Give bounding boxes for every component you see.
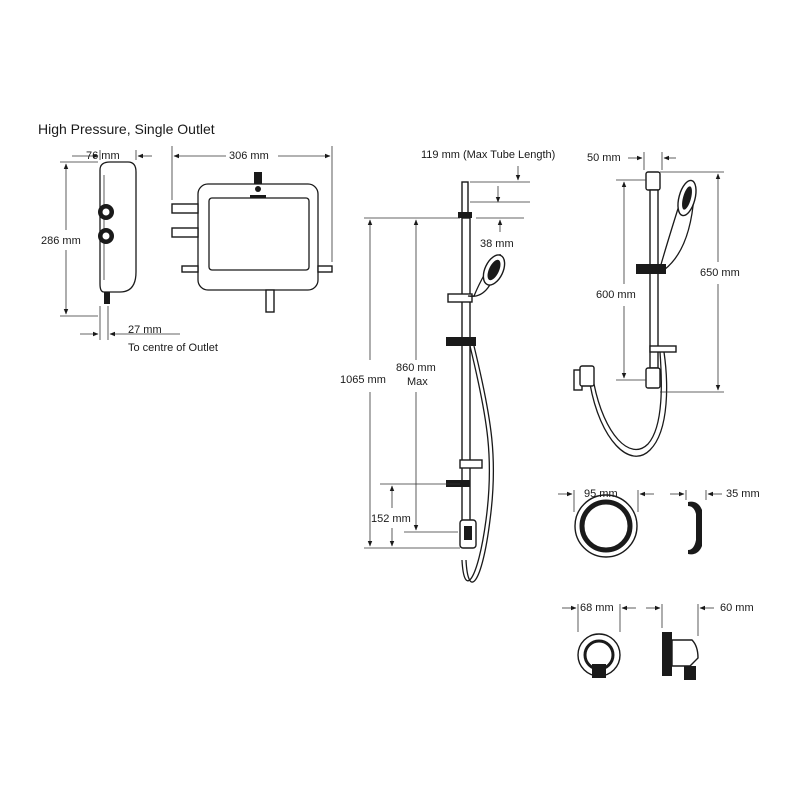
dim-600: 600 mm xyxy=(596,289,636,301)
dim-outlet-note: To centre of Outlet xyxy=(128,342,218,354)
riser-rail-assembly xyxy=(446,181,506,583)
wall-outlet-side xyxy=(646,604,714,680)
control-unit-side-view xyxy=(98,161,137,304)
control-unit-front-view xyxy=(171,172,333,313)
riser-dimensions xyxy=(364,166,530,549)
dim-35: 35 mm xyxy=(726,488,760,500)
dim-76: 76 mm xyxy=(86,150,120,162)
dim-860: 860 mm xyxy=(396,362,436,374)
dim-650: 650 mm xyxy=(700,267,740,279)
dim-38: 38 mm xyxy=(480,238,514,250)
dim-60: 60 mm xyxy=(720,602,754,614)
dim-27: 27 mm xyxy=(128,324,162,336)
dim-860-max: Max xyxy=(407,376,428,388)
wall-outlet-front xyxy=(562,604,636,678)
shower-head-front xyxy=(558,490,654,558)
dim-50: 50 mm xyxy=(587,152,621,164)
dim-1065: 1065 mm xyxy=(340,374,386,386)
dim-306: 306 mm xyxy=(229,150,269,162)
dim-152: 152 mm xyxy=(371,513,411,525)
front-dimensions xyxy=(171,146,333,262)
diagram-title: High Pressure, Single Outlet xyxy=(38,121,215,137)
small-rail-kit xyxy=(573,171,697,457)
shower-head-side xyxy=(670,490,722,555)
small-kit-dimensions xyxy=(616,152,724,393)
dim-286: 286 mm xyxy=(41,235,81,247)
dim-95: 95 mm xyxy=(584,488,618,500)
dim-68: 68 mm xyxy=(580,602,614,614)
dim-119: 119 mm (Max Tube Length) xyxy=(421,149,556,161)
side-dimensions xyxy=(60,150,180,340)
